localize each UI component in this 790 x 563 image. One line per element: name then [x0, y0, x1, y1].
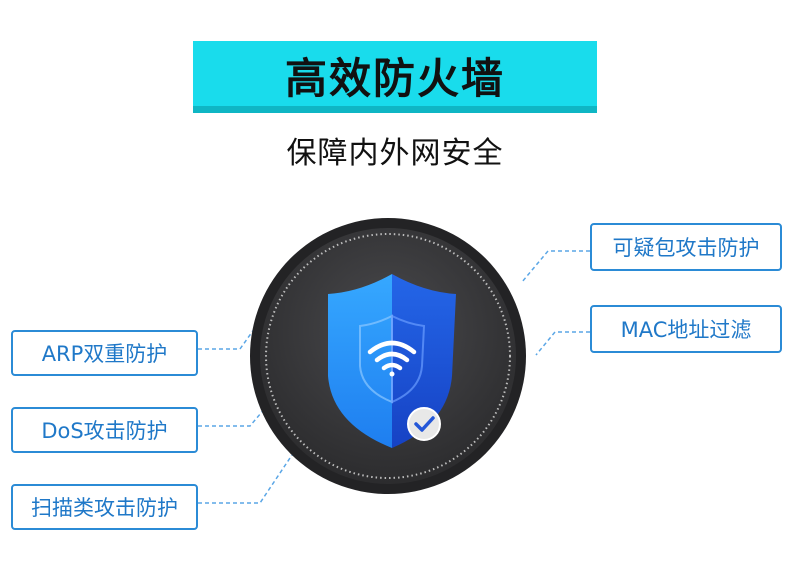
feature-dos-protection: DoS攻击防护	[11, 407, 198, 453]
wifi-icon	[367, 340, 417, 377]
emblem-dotted-ring	[265, 233, 511, 479]
feature-suspicious-packet-protection: 可疑包攻击防护	[590, 223, 782, 271]
feature-mac-filter: MAC地址过滤	[590, 305, 782, 353]
connector-dos	[198, 399, 273, 427]
page-title: 高效防火墙	[284, 53, 505, 103]
check-icon	[407, 407, 441, 441]
connector-arp	[198, 317, 263, 350]
title-banner-shadow	[193, 106, 597, 113]
connector-scan	[198, 454, 293, 504]
feature-arp-protection: ARP双重防护	[11, 330, 198, 376]
title-banner: 高效防火墙	[193, 41, 597, 113]
shield-icon	[328, 274, 456, 448]
page-subtitle: 保障内外网安全	[286, 136, 504, 171]
connector-mac	[535, 331, 590, 356]
connector-suspicious	[521, 250, 590, 283]
feature-scan-protection: 扫描类攻击防护	[11, 484, 198, 530]
security-emblem	[248, 216, 528, 496]
